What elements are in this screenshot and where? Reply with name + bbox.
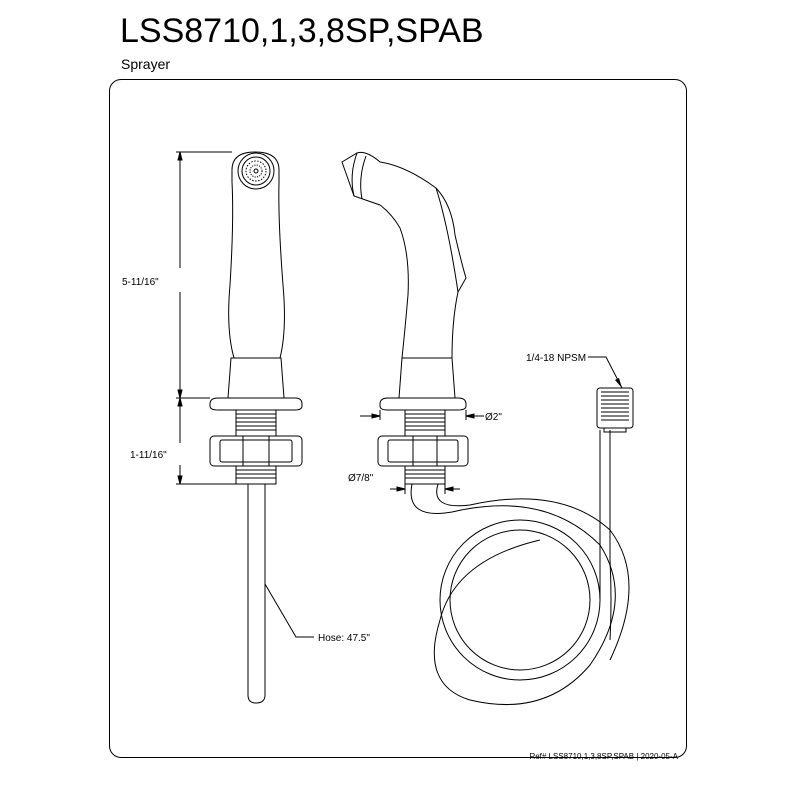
hose-end-fitting — [596, 387, 634, 433]
spray-nozzle-icon — [237, 152, 275, 190]
side-view — [341, 151, 634, 706]
coiled-hose — [410, 430, 630, 706]
side-base-flange — [379, 397, 467, 411]
shank-diameter-dimension — [390, 484, 460, 494]
front-view — [209, 151, 303, 704]
shank-diameter-label: Ø7/8" — [348, 473, 374, 484]
side-trigger-line — [435, 187, 459, 293]
front-base-flange — [209, 397, 303, 411]
thread-spec-leader-line — [588, 356, 623, 389]
front-lower-thread — [235, 465, 277, 485]
reference-number: Ref# LSS8710,1,3,8SP,SPAB | 2020-05-A — [529, 752, 678, 761]
side-threaded-shank — [404, 409, 446, 437]
height-dimension — [176, 151, 236, 485]
height-lower-label: 1-11/16" — [130, 450, 167, 461]
side-lower-thread — [404, 465, 446, 485]
hose-leader-line — [264, 583, 314, 638]
side-collar — [398, 357, 456, 399]
page-subtitle: Sprayer — [121, 56, 171, 72]
front-threaded-shank — [235, 409, 277, 437]
side-sprayer-head — [341, 151, 467, 359]
side-nozzle-ring — [351, 152, 367, 200]
base-diameter-label: Ø2" — [485, 412, 502, 423]
side-mounting-nut — [377, 435, 469, 467]
height-upper-label: 5-11/16" — [122, 277, 159, 288]
hose-length-label: Hose: 47.5" — [318, 633, 370, 644]
front-hose — [247, 484, 266, 704]
front-mounting-nut — [209, 435, 303, 467]
page-title: LSS8710,1,3,8SP,SPAB — [120, 12, 484, 50]
thread-spec-label: 1/4-18 NPSM — [526, 353, 586, 364]
drawing-frame — [109, 79, 687, 758]
base-diameter-dimension — [360, 410, 484, 420]
front-collar — [227, 357, 285, 399]
front-sprayer-body — [228, 151, 285, 359]
